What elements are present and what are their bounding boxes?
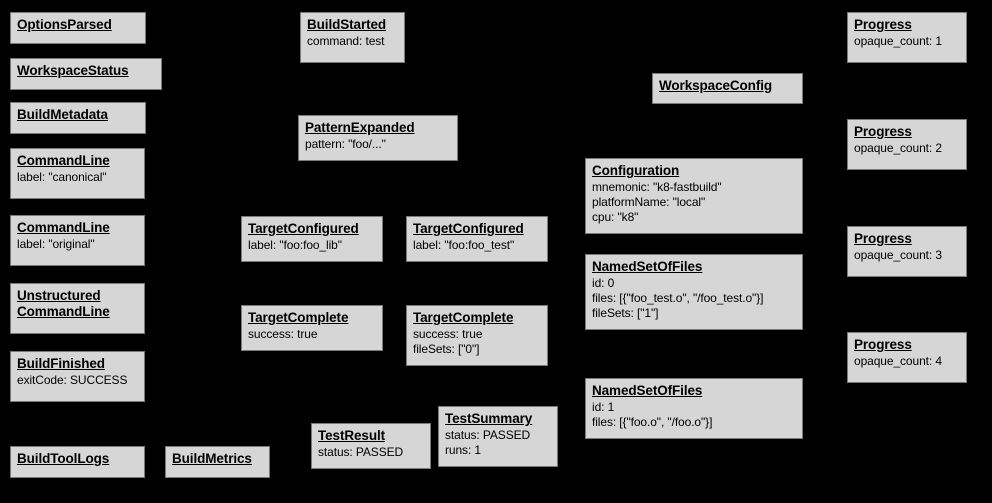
event-node-properties: pattern: "foo/..." [305,137,451,152]
event-node-property: label: "foo:foo_test" [413,238,515,252]
event-node-title: Progress [854,231,912,246]
event-node-build-metrics[interactable]: BuildMetrics [165,446,270,478]
event-node-title: Progress [854,124,912,139]
event-node-build-started[interactable]: BuildStarted command: test [300,12,405,63]
event-node-progress-4[interactable]: Progress opaque_count: 4 [847,332,967,383]
event-node-test-result[interactable]: TestResult status: PASSED [311,423,431,469]
event-node-title: NamedSetOfFiles [592,383,703,398]
event-node-property: label: "original" [17,237,95,251]
event-node-property: cpu: "k8" [592,210,639,224]
event-node-properties: success: true [248,327,376,342]
event-node-title: OptionsParsed [17,17,112,32]
event-node-title: TargetConfigured [248,221,359,236]
event-node-title: CommandLine [17,220,110,235]
event-node-properties: opaque_count: 2 [854,141,960,156]
event-node-properties: label: "original" [17,237,138,252]
event-node-property: platformName: "local" [592,195,706,209]
event-node-property: runs: 1 [445,443,481,457]
event-node-properties: exitCode: SUCCESS [17,373,138,388]
event-node-title: TestResult [318,428,386,443]
event-node-progress-1[interactable]: Progress opaque_count: 1 [847,12,967,63]
event-node-title: WorkspaceConfig [659,78,773,93]
event-node-properties: opaque_count: 1 [854,34,960,49]
event-node-properties: opaque_count: 4 [854,354,960,369]
event-node-property: label: "canonical" [17,170,107,184]
event-node-property: command: test [307,34,385,48]
event-node-build-tool-logs[interactable]: BuildToolLogs [10,446,145,478]
event-node-property: status: PASSED [445,428,531,442]
event-node-pattern-expanded[interactable]: PatternExpanded pattern: "foo/..." [298,115,458,161]
event-node-property: exitCode: SUCCESS [17,373,128,387]
event-node-property: id: 0 [592,276,615,290]
event-node-title: WorkspaceStatus [17,63,129,78]
event-node-properties: status: PASSED [318,445,424,460]
event-node-property: status: PASSED [318,445,404,459]
event-node-property: id: 1 [592,400,615,414]
event-node-target-complete-foo-lib[interactable]: TargetComplete success: true [241,305,383,351]
event-node-workspace-status[interactable]: WorkspaceStatus [10,58,162,90]
event-node-property: opaque_count: 3 [854,248,942,262]
event-node-property: pattern: "foo/..." [305,137,386,151]
event-node-property: opaque_count: 4 [854,354,942,368]
event-node-target-configured-foo-test[interactable]: TargetConfigured label: "foo:foo_test" [406,216,548,262]
event-node-progress-3[interactable]: Progress opaque_count: 3 [847,226,967,277]
event-node-properties: mnemonic: "k8-fastbuild"platformName: "l… [592,180,796,225]
event-node-properties: label: "foo:foo_test" [413,238,541,253]
event-node-title: BuildStarted [307,17,387,32]
event-node-property: files: [{"foo_test.o", "/foo_test.o"}] [592,291,764,305]
event-node-property: mnemonic: "k8-fastbuild" [592,180,722,194]
event-node-title: BuildToolLogs [17,451,110,466]
event-node-title: TestSummary [445,411,533,426]
event-node-build-finished[interactable]: BuildFinished exitCode: SUCCESS [10,351,145,402]
event-node-property: success: true [413,327,483,341]
event-node-title: TargetConfigured [413,221,524,236]
event-node-property: label: "foo:foo_lib" [248,238,342,252]
event-node-property: opaque_count: 1 [854,34,942,48]
event-node-unstructured-command-line[interactable]: Unstructured CommandLine [10,283,145,334]
event-node-title: BuildFinished [17,356,105,371]
event-node-property: fileSets: ["1"] [592,306,659,320]
event-node-configuration[interactable]: Configuration mnemonic: "k8-fastbuild"pla… [585,158,803,234]
event-node-title: BuildMetadata [17,107,108,122]
event-node-title: CommandLine [17,153,110,168]
event-node-properties: opaque_count: 3 [854,248,960,263]
event-node-title: NamedSetOfFiles [592,259,703,274]
event-node-build-metadata[interactable]: BuildMetadata [10,102,146,134]
event-node-title: Configuration [592,163,680,178]
event-node-title: PatternExpanded [305,120,415,135]
event-node-title: TargetComplete [248,310,349,325]
event-node-target-configured-foo-lib[interactable]: TargetConfigured label: "foo:foo_lib" [241,216,383,262]
event-node-title: Progress [854,17,912,32]
event-node-command-line-canonical[interactable]: CommandLine label: "canonical" [10,148,145,199]
event-node-property: success: true [248,327,318,341]
event-node-title: Unstructured CommandLine [17,288,110,319]
event-node-property: files: [{"foo.o", "/foo.o"}] [592,415,713,429]
event-node-property: fileSets: ["0"] [413,342,480,356]
event-node-title: TargetComplete [413,310,514,325]
event-node-properties: command: test [307,34,398,49]
event-node-title: BuildMetrics [172,451,252,466]
event-node-properties: label: "foo:foo_lib" [248,238,376,253]
event-node-properties: label: "canonical" [17,170,138,185]
event-node-progress-2[interactable]: Progress opaque_count: 2 [847,119,967,170]
event-node-options-parsed[interactable]: OptionsParsed [10,12,146,44]
event-node-workspace-config[interactable]: WorkspaceConfig [652,73,803,104]
event-node-title: Progress [854,337,912,352]
event-node-property: opaque_count: 2 [854,141,942,155]
event-node-command-line-original[interactable]: CommandLine label: "original" [10,215,145,266]
